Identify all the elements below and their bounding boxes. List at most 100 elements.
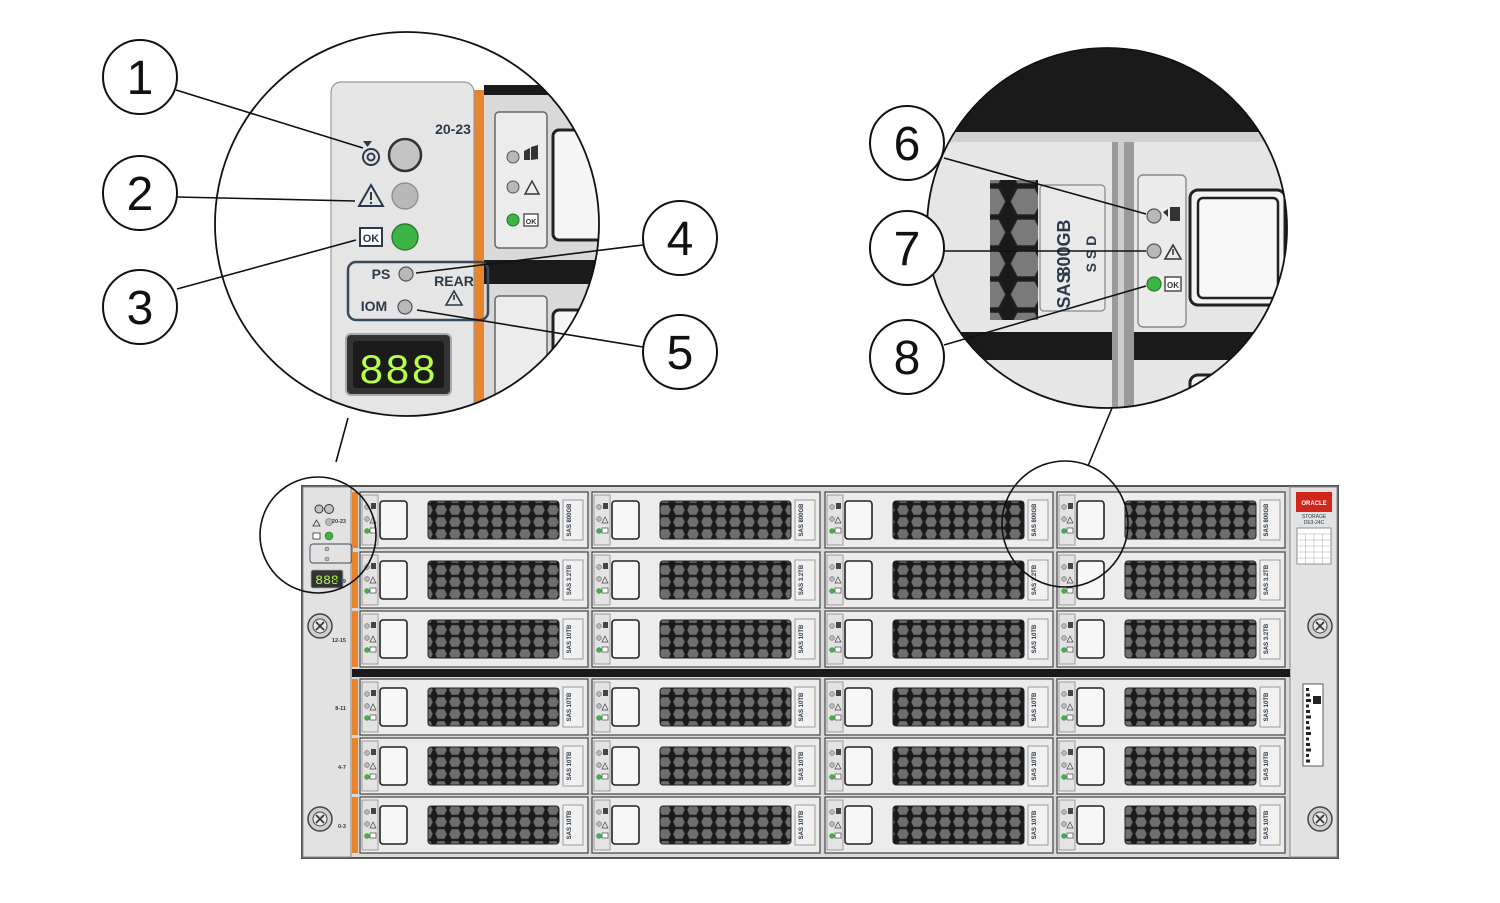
callout-number: 5	[667, 327, 694, 380]
drive-bay[interactable]: SAS 10TB	[824, 678, 1054, 736]
drive-capacity-label: SAS 10TB	[1264, 810, 1270, 839]
callout-number: 4	[667, 213, 694, 266]
ok-icon: OK	[359, 227, 383, 247]
zoom-connector-left	[335, 417, 349, 463]
drive-ok-led	[1061, 715, 1067, 721]
drive-handle[interactable]	[611, 687, 640, 727]
bay-rail	[352, 492, 358, 548]
drive-handle[interactable]	[844, 500, 873, 540]
drive-ready-led	[829, 623, 835, 629]
drive-bay[interactable]: SAS 10TB	[591, 678, 821, 736]
drive-bay[interactable]: SAS 800GB	[359, 491, 589, 549]
drive-bay[interactable]: SAS 10TB	[359, 610, 589, 668]
drive-handle[interactable]	[379, 500, 408, 540]
drive-fault-led	[364, 762, 370, 768]
drive-bay[interactable]: SAS 10TB	[824, 737, 1054, 795]
drive-bay[interactable]: SAS 10TB	[1056, 737, 1286, 795]
drive-bay[interactable]: SAS 10TB	[591, 796, 821, 854]
zoom-circle-left-outline	[214, 31, 600, 417]
thumbscrew-icon[interactable]	[1307, 806, 1333, 832]
thumbscrew-icon[interactable]	[307, 806, 333, 832]
drive-handle[interactable]	[844, 805, 873, 845]
drive-handle[interactable]	[1076, 687, 1105, 727]
drive-vent	[659, 805, 792, 845]
drive-ready-led	[364, 750, 370, 756]
drive-bay[interactable]: SAS 800GB	[1056, 491, 1286, 549]
drive-fault-led	[829, 635, 835, 641]
callout-iom-rear-fault: 5	[642, 314, 718, 390]
thumbscrew-icon[interactable]	[307, 613, 333, 639]
drive-ok-led	[596, 715, 602, 721]
iom-label: IOM	[361, 298, 387, 314]
drive-capacity-label: SAS 10TB	[1032, 751, 1038, 780]
drive-fault-led	[829, 576, 835, 582]
drive-handle[interactable]	[379, 687, 408, 727]
ok-icon-label: OK	[363, 233, 380, 245]
drive-handle[interactable]	[1076, 560, 1105, 600]
drive-bay[interactable]: SAS 3.2TB	[1056, 551, 1286, 609]
drive-bay[interactable]: SAS 10TB	[1056, 796, 1286, 854]
drive-handle[interactable]	[844, 560, 873, 600]
drive-handle[interactable]	[844, 746, 873, 786]
rear-label: REAR	[434, 273, 474, 289]
drive-handle[interactable]	[379, 805, 408, 845]
drive-capacity-label: SAS 800GB	[799, 503, 805, 537]
drive-bay[interactable]: SAS 10TB	[359, 678, 589, 736]
drive-handle[interactable]	[611, 746, 640, 786]
drive-bay[interactable]: SAS 3.2TB	[1056, 610, 1286, 668]
drive-ok-led	[829, 528, 835, 534]
drive-ready-led	[364, 691, 370, 697]
drive-bay[interactable]: SAS 10TB	[824, 796, 1054, 854]
drive-ok-led	[364, 588, 370, 594]
drive-bay[interactable]: SAS 10TB	[591, 610, 821, 668]
drive-ready-led	[1061, 691, 1067, 697]
drive-ready-led	[596, 691, 602, 697]
drive-vent	[1124, 746, 1257, 786]
drive-handle[interactable]	[1076, 619, 1105, 659]
highlight-circle-right	[1001, 460, 1129, 588]
drive-bay[interactable]: SAS 800GB	[591, 491, 821, 549]
drive-bay[interactable]: SAS 3.2TB	[359, 551, 589, 609]
drive-bay[interactable]: SAS 10TB	[1056, 678, 1286, 736]
bay-rail	[352, 738, 358, 794]
drive-handle[interactable]	[611, 805, 640, 845]
drive-handle[interactable]	[1076, 805, 1105, 845]
drive-bay[interactable]: SAS 10TB	[359, 737, 589, 795]
drive-ready-led	[364, 809, 370, 815]
drive-fault-led	[364, 516, 370, 522]
drive-vent	[659, 687, 792, 727]
drive-bay[interactable]: SAS 10TB	[591, 737, 821, 795]
drive-capacity-label: SAS 10TB	[799, 692, 805, 721]
drive-capacity-label: SAS 10TB	[567, 751, 573, 780]
brand-name: ORACLE	[1301, 501, 1326, 507]
drive-handle[interactable]	[611, 560, 640, 600]
drive-handle[interactable]	[379, 619, 408, 659]
drive-handle[interactable]	[611, 500, 640, 540]
drive-ready-led	[829, 691, 835, 697]
thumbscrew-icon[interactable]	[1307, 613, 1333, 639]
drive-ready-led	[1061, 564, 1067, 570]
drive-ok-led	[596, 528, 602, 534]
drive-ready-led	[1061, 504, 1067, 510]
drive-capacity-label: SAS 3.2TB	[799, 564, 805, 595]
drive-bay[interactable]: SAS 10TB	[359, 796, 589, 854]
drive-handle[interactable]	[1076, 500, 1105, 540]
ps-led	[398, 266, 414, 282]
drive-bay[interactable]: SAS 3.2TB	[591, 551, 821, 609]
drive-vent	[892, 805, 1025, 845]
drive-capacity-label: SAS 10TB	[567, 692, 573, 721]
drive-bay[interactable]: SAS 10TB	[824, 610, 1054, 668]
drive-handle[interactable]	[1076, 746, 1105, 786]
drive-bay[interactable]: SAS 800GB	[824, 491, 1054, 549]
drive-handle[interactable]	[379, 746, 408, 786]
drive-handle[interactable]	[379, 560, 408, 600]
zoom-front-panel: OK 20-23 OK PS IOM REAR	[214, 31, 600, 417]
drive-capacity-label: SAS 10TB	[567, 810, 573, 839]
drive-capacity-label: SAS 10TB	[799, 810, 805, 839]
drive-handle[interactable]	[844, 687, 873, 727]
drive-ok-led	[596, 774, 602, 780]
drive-handle[interactable]	[844, 619, 873, 659]
drive-capacity-label: SAS 3.2TB	[567, 564, 573, 595]
drive-bay[interactable]: SAS 3.2TB	[824, 551, 1054, 609]
drive-handle[interactable]	[611, 619, 640, 659]
